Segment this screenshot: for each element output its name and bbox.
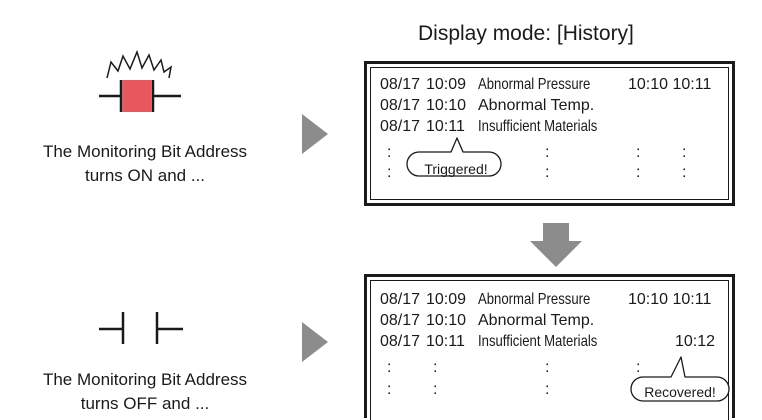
row-date: 08/17 xyxy=(380,118,421,135)
caption-off-line1: The Monitoring Bit Address xyxy=(42,370,248,389)
caption-off-line2: turns OFF and ... xyxy=(80,394,210,413)
history-screen-recovered: 08/17 10:09 Abnormal Pressure 10:10 10:1… xyxy=(364,274,735,420)
history-row: 08/17 10:10 Abnormal Temp. xyxy=(380,97,730,117)
continuation-dots: : xyxy=(636,144,641,161)
continuation-dots: : xyxy=(387,359,392,376)
row-message: Insufficient Materials xyxy=(478,118,624,136)
row-time: 10:10 xyxy=(426,97,467,114)
burst-icon xyxy=(106,49,173,79)
history-screen-triggered: 08/17 10:09 Abnormal Pressure 10:10 10:1… xyxy=(364,61,735,206)
diagram-title: Display mode: [History] xyxy=(418,22,634,45)
continuation-dots: : xyxy=(545,359,550,376)
row-message: Abnormal Pressure xyxy=(478,291,615,309)
row-date: 08/17 xyxy=(380,97,421,114)
continuation-dots: : xyxy=(387,164,392,181)
contact-off-icon xyxy=(99,312,183,344)
row-message: Abnormal Pressure xyxy=(478,76,615,94)
continuation-dots: : xyxy=(387,381,392,398)
history-row: 08/17 10:10 Abnormal Temp. xyxy=(380,312,730,332)
row-date: 08/17 xyxy=(380,333,421,350)
arrow-right-icon xyxy=(302,114,328,154)
continuation-dots: : xyxy=(545,164,550,181)
continuation-dots: : xyxy=(636,359,641,376)
contact-on-lamp-icon xyxy=(99,49,181,112)
continuation-dots: : xyxy=(545,144,550,161)
row-message-text: Abnormal Pressure xyxy=(478,291,591,308)
history-row: 08/17 10:09 Abnormal Pressure 10:10 10:1… xyxy=(380,291,730,311)
row-recovery-times: 10:10 10:11 xyxy=(628,291,712,308)
row-recovery-times: 10:10 10:11 xyxy=(628,76,712,93)
callout-triggered-label: Triggered! xyxy=(424,161,488,177)
callout-bubble-recovered xyxy=(630,356,730,402)
continuation-dots: : xyxy=(545,381,550,398)
continuation-dots: : xyxy=(636,164,641,181)
lamp-on-fill xyxy=(122,80,152,112)
caption-on: The Monitoring Bit Address turns ON and … xyxy=(0,140,290,188)
continuation-dots: : xyxy=(433,381,438,398)
caption-on-line2: turns ON and ... xyxy=(85,166,205,185)
row-date: 08/17 xyxy=(380,76,421,93)
continuation-dots: : xyxy=(433,359,438,376)
row-message-text: Abnormal Pressure xyxy=(478,76,591,93)
row-time: 10:11 xyxy=(426,333,465,350)
row-date: 08/17 xyxy=(380,312,421,329)
row-time: 10:10 xyxy=(426,312,467,329)
row-message: Insufficient Materials xyxy=(478,333,624,351)
callout-bubble-triggered xyxy=(406,137,502,177)
row-time: 10:09 xyxy=(426,76,467,93)
history-row: 08/17 10:09 Abnormal Pressure 10:10 10:1… xyxy=(380,76,730,96)
row-time: 10:09 xyxy=(426,291,467,308)
continuation-dots: : xyxy=(387,144,392,161)
callout-recovered-label: Recovered! xyxy=(644,384,716,400)
row-message: Abnormal Temp. xyxy=(478,97,595,114)
caption-on-line1: The Monitoring Bit Address xyxy=(42,142,248,161)
continuation-dots: : xyxy=(682,144,687,161)
arrow-right-icon xyxy=(302,322,328,362)
row-recovery-time: 10:12 xyxy=(675,333,716,350)
continuation-dots: : xyxy=(682,164,687,181)
arrow-down-icon xyxy=(530,223,582,267)
caption-off: The Monitoring Bit Address turns OFF and… xyxy=(0,368,290,416)
row-date: 08/17 xyxy=(380,291,421,308)
row-message-text: Insufficient Materials xyxy=(478,118,598,135)
history-row: 08/17 10:11 Insufficient Materials 10:12 xyxy=(380,333,730,353)
row-time: 10:11 xyxy=(426,118,465,135)
history-row: 08/17 10:11 Insufficient Materials xyxy=(380,118,730,138)
row-message-text: Insufficient Materials xyxy=(478,333,598,350)
row-message: Abnormal Temp. xyxy=(478,312,595,329)
